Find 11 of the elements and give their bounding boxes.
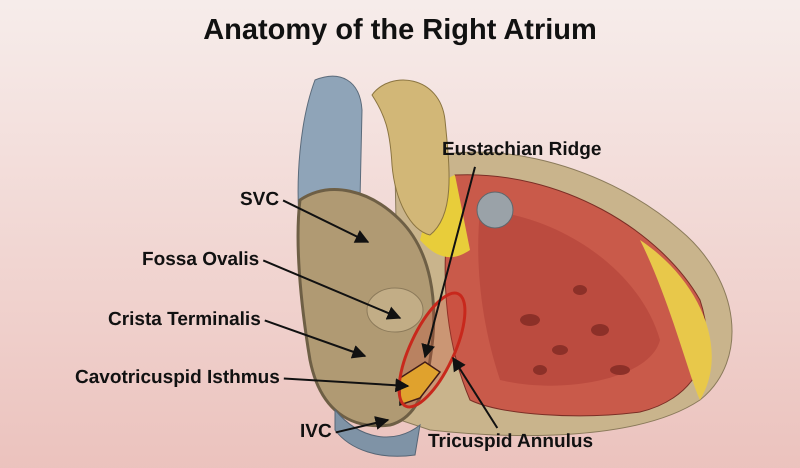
- part-label: SVC: [240, 190, 280, 211]
- title: Anatomy of the Right Atrium: [202, 14, 598, 47]
- part-label: Crista Terminalis: [108, 310, 261, 331]
- part-label: Fossa Ovalis: [142, 250, 260, 271]
- part-label: Cavotricuspid Isthmus: [75, 368, 280, 389]
- leader-line: [284, 377, 410, 392]
- part-label: Tricuspid Annulus: [428, 432, 594, 453]
- leader-line: [262, 260, 402, 320]
- part-label: IVC: [300, 422, 332, 443]
- leader-line: [452, 356, 498, 429]
- leader-line: [264, 320, 366, 358]
